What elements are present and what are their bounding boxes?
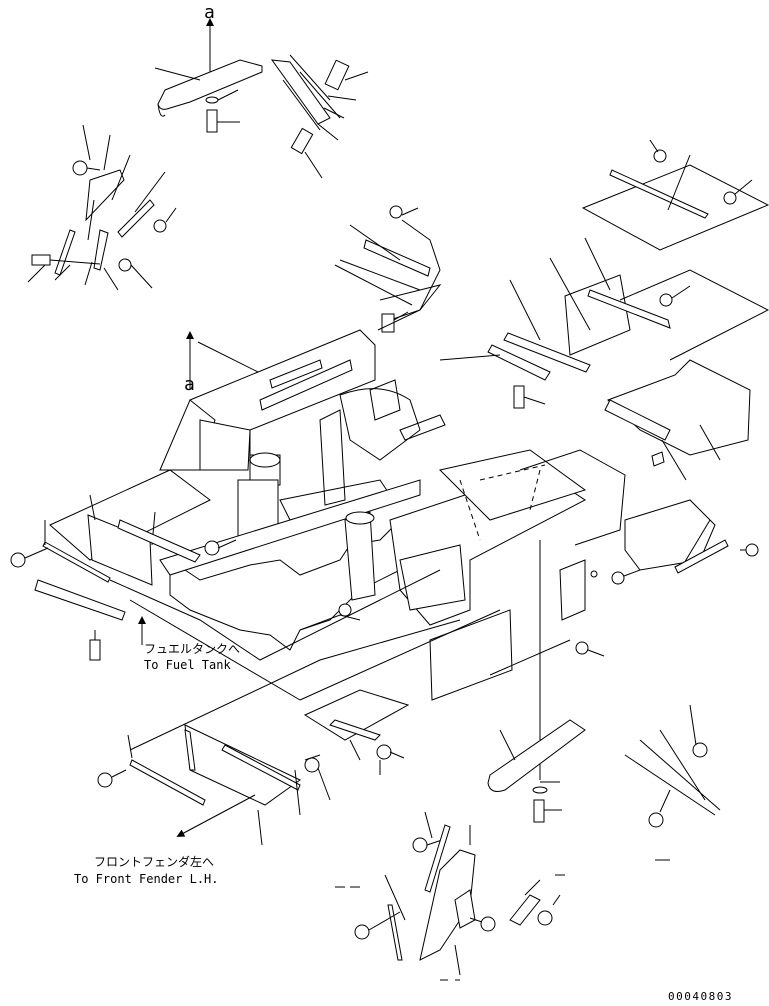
view-label-top: a xyxy=(204,2,215,23)
bottom-bracket-group xyxy=(335,811,565,981)
main-frame-group: a xyxy=(159,284,446,541)
left-lower-plate-group: フュエルタンクへ To Fuel Tank xyxy=(10,469,501,701)
front-fender-label-ja: フロントフェンダ左へ xyxy=(94,854,214,869)
lower-mid-group: フロントフェンダ左へ To Front Fender L.H. xyxy=(74,619,586,886)
right-panel-group xyxy=(439,139,769,481)
lower-right-bracket-group xyxy=(624,704,721,861)
fuel-tank-label-en: To Fuel Tank xyxy=(144,658,231,672)
view-label-mid: a xyxy=(184,374,195,395)
fuel-tank-label-ja: フュエルタンクへ xyxy=(144,642,240,656)
drawing-number: 00040803 xyxy=(668,990,733,1003)
upper-mid-bracket-group xyxy=(334,205,441,333)
upper-left-bracket-group xyxy=(27,124,177,291)
top-cover-group: a xyxy=(154,2,369,179)
lower-frame-group xyxy=(159,449,759,780)
front-fender-label-en: To Front Fender L.H. xyxy=(74,872,219,886)
